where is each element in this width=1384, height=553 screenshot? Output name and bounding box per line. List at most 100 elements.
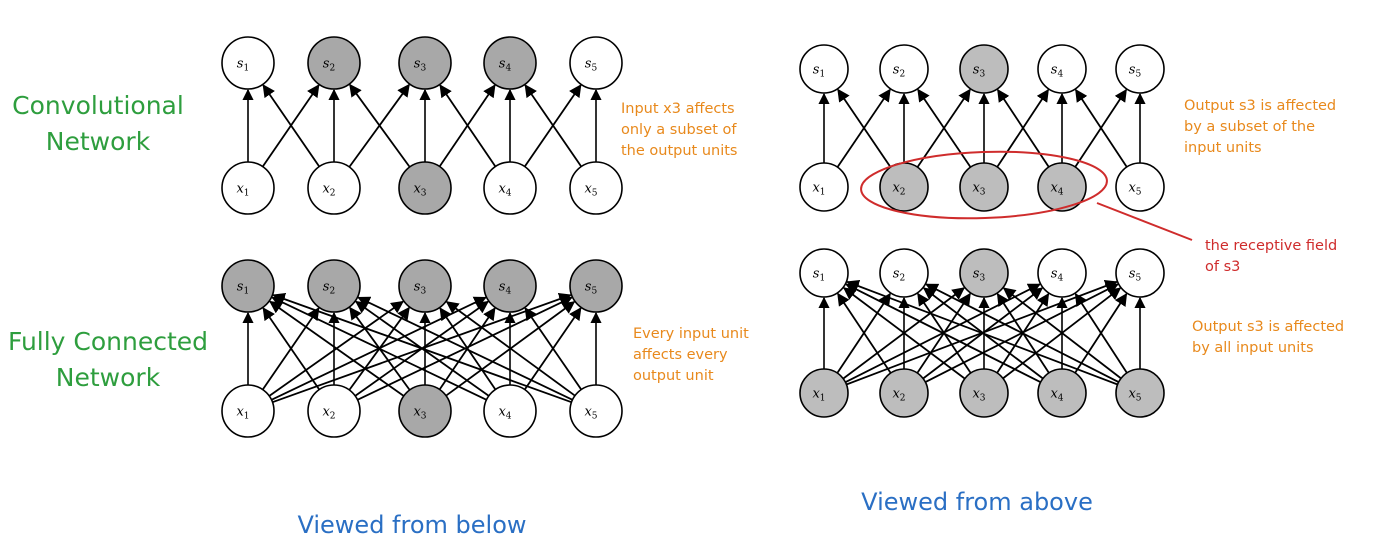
- input-node-x1: [799, 368, 849, 418]
- fc-network-label-line1: Fully Connected: [8, 327, 208, 356]
- output-node-label-s2: s2: [323, 57, 335, 74]
- input-node-label-x1: x1: [812, 387, 825, 404]
- output-node-s3: [959, 44, 1009, 94]
- output-node-label-s2: s2: [893, 267, 905, 284]
- input-node-x3: [398, 161, 452, 215]
- edge-x5-to-s4: [524, 307, 583, 391]
- input-node-label-x3: x3: [413, 405, 426, 422]
- edge-x5-to-s2: [357, 296, 573, 401]
- input-node-label-x1: x1: [236, 182, 249, 199]
- edge-x2-to-s1: [262, 84, 321, 168]
- output-node-label-s4: s4: [499, 57, 512, 74]
- input-node-x4: [1037, 162, 1087, 212]
- input-node-x4: [483, 161, 537, 215]
- edge-x5-to-s4: [524, 84, 583, 168]
- input-node-label-x4: x4: [1050, 387, 1063, 404]
- input-node-x5: [569, 161, 623, 215]
- output-node-s5: [569, 259, 623, 313]
- output-node-s1: [221, 36, 275, 90]
- output-node-label-s3: s3: [973, 267, 986, 284]
- output-node-s1: [799, 248, 849, 298]
- output-node-label-s5: s5: [1129, 63, 1142, 80]
- output-node-label-s3: s3: [414, 57, 427, 74]
- edge-x2-to-s1: [837, 292, 892, 374]
- conv-above-note-line1: Output s3 is affected: [1184, 98, 1336, 114]
- edge-x3-to-s1: [269, 300, 405, 397]
- input-node-label-x4: x4: [1050, 181, 1063, 198]
- input-node-x3: [959, 162, 1009, 212]
- output-node-label-s1: s1: [237, 280, 249, 297]
- conv-below-note-line2: only a subset of: [621, 122, 737, 138]
- input-node-label-x4: x4: [498, 182, 511, 199]
- input-node-label-x2: x2: [892, 181, 905, 198]
- output-node-s1: [221, 259, 275, 313]
- input-node-x1: [221, 161, 275, 215]
- fc-above-note-line2: by all input units: [1192, 340, 1314, 356]
- output-node-s1: [799, 44, 849, 94]
- input-node-label-x5: x5: [584, 182, 597, 199]
- input-node-x1: [221, 384, 275, 438]
- receptive-field-note-line1: the receptive field: [1205, 238, 1337, 254]
- edge-x5-to-s4: [1074, 292, 1128, 374]
- edge-x5-to-s1: [846, 280, 1118, 386]
- edge-x3-to-s2: [349, 83, 411, 168]
- input-node-label-x1: x1: [812, 181, 825, 198]
- input-node-label-x4: x4: [498, 405, 511, 422]
- output-node-label-s1: s1: [813, 267, 825, 284]
- edge-x5-to-s4: [1075, 88, 1128, 168]
- input-node-label-x3: x3: [972, 387, 985, 404]
- edge-x5-to-s3: [445, 301, 576, 397]
- input-node-label-x5: x5: [1128, 181, 1141, 198]
- conv-below-note-line3: the output units: [621, 143, 738, 159]
- output-node-label-s3: s3: [414, 280, 427, 297]
- input-node-label-x5: x5: [1128, 387, 1141, 404]
- output-node-label-s1: s1: [237, 57, 249, 74]
- output-node-s2: [307, 36, 361, 90]
- conv-network-label-line2: Network: [46, 127, 151, 156]
- receptive-field-ellipse: [860, 150, 1108, 220]
- input-node-label-x2: x2: [322, 405, 335, 422]
- edge-x5-to-s1: [272, 293, 572, 404]
- output-node-s2: [307, 259, 361, 313]
- output-node-label-s3: s3: [973, 63, 986, 80]
- input-node-x3: [959, 368, 1009, 418]
- conv-network-label-line1: Convolutional: [12, 91, 184, 120]
- output-node-s3: [959, 248, 1009, 298]
- input-node-x4: [1037, 368, 1087, 418]
- edge-x2-to-s1: [837, 88, 892, 168]
- conv-above-note-line3: input units: [1184, 140, 1262, 156]
- edge-x4-to-s3: [439, 84, 497, 168]
- edge-x5-to-s2: [925, 283, 1120, 383]
- conv-above-note-line2: by a subset of the: [1184, 119, 1315, 135]
- output-node-s3: [398, 36, 452, 90]
- caption-viewed-from-above: Viewed from above: [861, 488, 1093, 516]
- output-node-label-s4: s4: [1051, 267, 1064, 284]
- conv-below-note-line1: Input x3 affects: [621, 101, 735, 117]
- output-node-s4: [483, 259, 537, 313]
- input-node-x5: [1115, 368, 1165, 418]
- fc-network-label-line2: Network: [56, 363, 161, 392]
- fc-below-note-line3: output unit: [633, 368, 714, 384]
- output-node-s5: [1115, 248, 1165, 298]
- edge-x4-to-s1: [845, 283, 1042, 384]
- output-node-label-s5: s5: [585, 280, 598, 297]
- fc-below-note-line2: affects every: [633, 347, 728, 363]
- output-node-label-s5: s5: [1129, 267, 1142, 284]
- edge-x3-to-s1: [842, 287, 966, 380]
- input-node-x2: [307, 384, 361, 438]
- output-node-s4: [1037, 248, 1087, 298]
- input-node-label-x1: x1: [236, 405, 249, 422]
- output-node-s5: [1115, 44, 1165, 94]
- output-node-s3: [398, 259, 452, 313]
- input-node-x4: [483, 384, 537, 438]
- edge-x5-to-s3: [1002, 287, 1122, 380]
- input-node-x5: [1115, 162, 1165, 212]
- input-node-label-x2: x2: [322, 182, 335, 199]
- caption-viewed-from-below: Viewed from below: [297, 511, 526, 539]
- output-node-label-s2: s2: [893, 63, 905, 80]
